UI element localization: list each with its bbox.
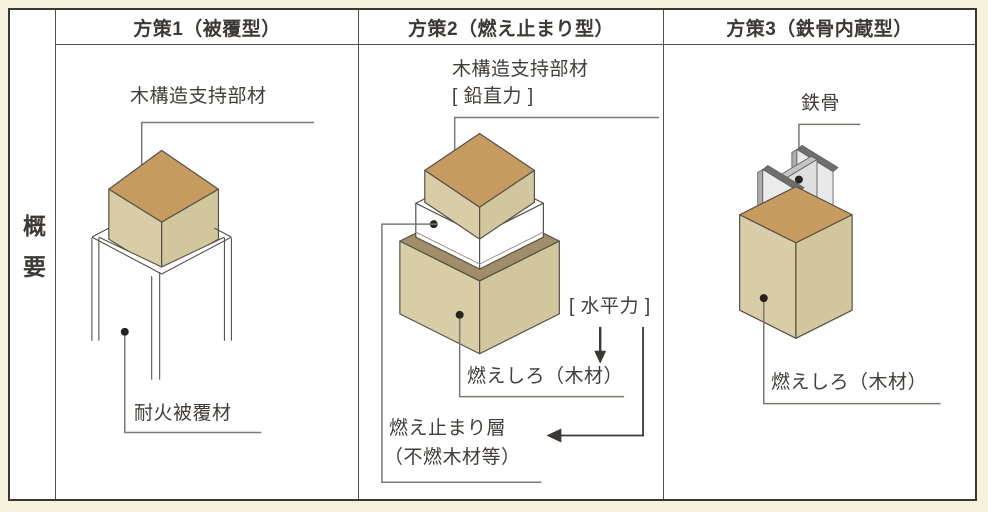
label-charring-layer: 燃えしろ（木材） xyxy=(467,366,624,387)
column-method3-header: 方策3（鉄骨内蔵型） xyxy=(664,10,975,45)
column-method2-header: 方策2（燃え止まり型） xyxy=(359,10,663,45)
leader-line-charring xyxy=(455,310,625,398)
leader-line-charring xyxy=(759,294,941,405)
vertical-force-arrow xyxy=(594,326,607,364)
label-vertical-force: [ 鉛直力 ] xyxy=(452,86,534,107)
label-wood-member: 木構造支持部材 xyxy=(130,86,267,107)
column-method3-diagram: 鉄骨 燃えしろ（木材） xyxy=(664,45,975,499)
label-fireproof-cover: 耐火被覆材 xyxy=(134,403,232,424)
fireproof-cover-sleeve xyxy=(91,227,232,380)
wood-member-cube xyxy=(424,132,536,240)
steel-embedded-drawing xyxy=(739,123,941,405)
column-method2-diagram: 木構造支持部材 [ 鉛直力 ] [ 水平力 ] 燃えしろ（木材） 燃え止まり層 … xyxy=(359,45,663,499)
strategy-table: 概要 方策1（被覆型） xyxy=(8,8,977,501)
row-header-label: 概要 xyxy=(19,213,46,296)
horizontal-force-arrow xyxy=(546,326,644,443)
column-method2: 方策2（燃え止まり型） xyxy=(359,10,664,499)
column-method1: 方策1（被覆型） xyxy=(56,10,359,499)
steel-leader-dot xyxy=(794,175,803,184)
burn-stop-type-drawing xyxy=(381,116,660,484)
label-horizontal-force: [ 水平力 ] xyxy=(569,296,651,317)
leader-line-bottom xyxy=(120,327,262,434)
label-burn-stop-layer: 燃え止まり層 xyxy=(389,418,507,439)
label-steel: 鉄骨 xyxy=(801,93,841,114)
row-header-cell: 概要 xyxy=(10,10,56,499)
leader-line-burn-stop xyxy=(381,220,542,484)
label-wood-member: 木構造支持部材 xyxy=(452,59,589,80)
label-burn-stop-layer-sub: （不燃木材等） xyxy=(384,447,521,468)
label-charring-layer: 燃えしろ（木材） xyxy=(771,372,928,393)
column-method3: 方策3（鉄骨内蔵型） xyxy=(664,10,975,499)
covered-type-drawing xyxy=(91,121,315,434)
column-method1-header: 方策1（被覆型） xyxy=(56,10,358,45)
column-method1-diagram: 木構造支持部材 耐火被覆材 xyxy=(56,45,358,499)
wood-member-cube xyxy=(108,149,220,273)
charring-wood-box xyxy=(739,186,853,339)
